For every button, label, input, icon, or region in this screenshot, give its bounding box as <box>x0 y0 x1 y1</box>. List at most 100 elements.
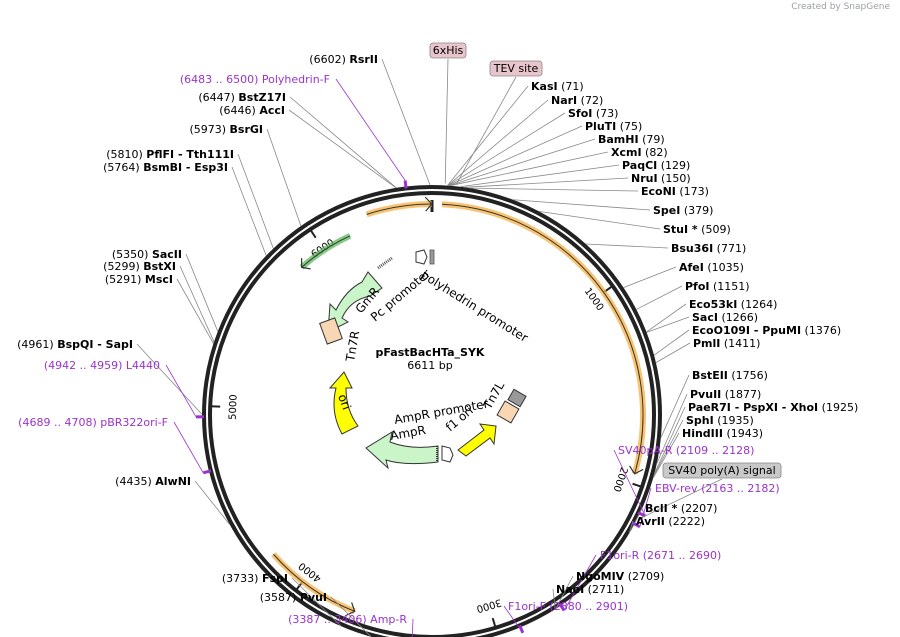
site-leader <box>447 112 566 186</box>
site-label-econi: EcoNI (173) <box>641 185 709 198</box>
feature-tag-box <box>662 462 782 479</box>
site-leader <box>469 187 639 192</box>
site-leader <box>630 507 643 531</box>
feature-tag-label: TEV site <box>493 62 539 75</box>
site-label-paer7i: PaeR7I - PspXI - XhoI (1925) <box>688 401 858 414</box>
site-label-stui: StuI * (509) <box>663 223 731 236</box>
site-label-saci: SacI (1266) <box>692 311 758 324</box>
primer-leader <box>335 78 406 181</box>
feature-arc-line <box>273 553 355 612</box>
primer-mark <box>403 180 408 189</box>
site-label-naei: NaeI (2711) <box>556 583 624 596</box>
polyhedrin-promoter-arrow <box>415 249 428 265</box>
site-leader <box>381 58 431 186</box>
feature-arc <box>441 201 646 475</box>
site-leader <box>628 520 634 534</box>
f1-ori-arrow <box>457 423 497 457</box>
feature-label-ori: ori <box>335 392 353 411</box>
ori-arrow <box>328 371 359 435</box>
site-leader <box>464 177 629 188</box>
site-label-bstxi: (5299) BstXI <box>103 260 176 273</box>
backbone-inner <box>208 191 656 637</box>
primer-leader <box>165 364 197 418</box>
plasmid-name: pFastBacHTa_SYK <box>376 346 485 359</box>
tick-label: 3000 <box>475 596 503 614</box>
site-leader <box>447 99 549 186</box>
site-leader <box>653 406 686 475</box>
primer-label: SV40pA-R (2109 .. 2128) <box>618 444 754 457</box>
feature-leader <box>444 58 449 184</box>
site-label-sacii: (5350) SacII <box>112 248 182 261</box>
site-leader <box>555 575 574 610</box>
site-leader <box>585 243 669 249</box>
site-label-eco53ki: Eco53kI (1264) <box>689 298 777 311</box>
site-leader <box>646 303 687 333</box>
site-label-alwni: (4435) AlwNI <box>115 475 191 488</box>
site-leader <box>449 138 596 187</box>
site-leader <box>656 393 688 464</box>
site-leader <box>460 164 620 188</box>
primer-label: F1ori-F (2880 .. 2901) <box>508 600 628 613</box>
site-leader <box>646 316 690 333</box>
site-label-hindiii: HindIII (1943) <box>682 427 763 440</box>
tick-label: 5000 <box>228 394 240 420</box>
site-leader <box>176 278 214 344</box>
site-label-sphi: SphI (1935) <box>686 414 754 427</box>
site-leader <box>448 125 583 186</box>
primer-label: (4942 .. 4959) L4440 <box>44 359 160 372</box>
sv40-polya-box <box>507 388 527 408</box>
tick-label: 2000 <box>610 466 629 494</box>
site-leader <box>653 419 684 477</box>
feature-arc-line <box>301 235 351 268</box>
site-leader <box>447 85 529 186</box>
tn7r-box <box>319 317 343 345</box>
primer-mark <box>558 603 566 612</box>
feature-arc-arrowhead <box>301 258 311 270</box>
feature-leader <box>639 478 723 519</box>
site-label-bcli: BclI * (2207) <box>645 502 717 515</box>
ampr-arrow <box>365 430 439 470</box>
site-leader <box>552 588 556 610</box>
site-label-avrii: AvrII (2222) <box>636 515 705 528</box>
site-label-bsmbi: (5764) BsmBI - Esp3I <box>103 161 228 174</box>
site-leader <box>655 342 691 363</box>
primer-leader <box>563 554 597 611</box>
feature-tag-box <box>489 60 543 77</box>
site-leader <box>288 109 397 189</box>
site-label-bstz17i: (6447) BstZ17I <box>198 91 286 104</box>
site-label-ngomiv: NgoMIV (2709) <box>576 570 664 583</box>
feature-label-ampr: AmpR <box>389 423 427 443</box>
site-label-pvuii: PvuII (1877) <box>690 388 761 401</box>
site-label-paqci: PaqCI (129) <box>622 159 690 172</box>
site-leader <box>194 480 231 525</box>
primer-leader <box>639 487 652 527</box>
site-leader <box>449 151 609 187</box>
primer-leader <box>411 618 414 637</box>
site-label-bamhi: BamHI (79) <box>598 133 665 146</box>
site-label-afei: AfeI (1035) <box>679 261 744 274</box>
feature-arc-line <box>366 203 432 215</box>
snapgene-credit: Created by SnapGene <box>791 2 890 12</box>
feature-tag-label: 6xHis <box>433 44 464 57</box>
tick-mark <box>491 617 497 628</box>
primer-leader <box>503 605 524 634</box>
site-leader <box>636 285 683 310</box>
feature-arc <box>365 201 432 218</box>
pc-promoter-glyph <box>377 256 393 270</box>
tick-mark <box>309 228 317 239</box>
site-leader <box>652 432 680 478</box>
feature-leader <box>455 76 517 185</box>
ampr-promoter-arrow <box>441 445 454 463</box>
feature-label-polyhedrin-promoter: polyhedrin promoter <box>418 268 530 345</box>
primer-leader <box>173 421 204 473</box>
site-label-bsu36i: Bsu36I (771) <box>671 242 746 255</box>
site-label-nari: NarI (72) <box>551 94 603 107</box>
primer-mark <box>632 521 641 529</box>
site-leader <box>289 96 397 189</box>
feature-label-ampr-promoter: AmpR promoter <box>393 397 489 427</box>
site-label-kasi: KasI (71) <box>531 80 584 93</box>
primer-mark <box>637 511 646 518</box>
feature-label-tn7r: Tn7R <box>343 330 362 364</box>
primer-label: (4689 .. 4708) pBR322ori-F <box>18 416 168 429</box>
